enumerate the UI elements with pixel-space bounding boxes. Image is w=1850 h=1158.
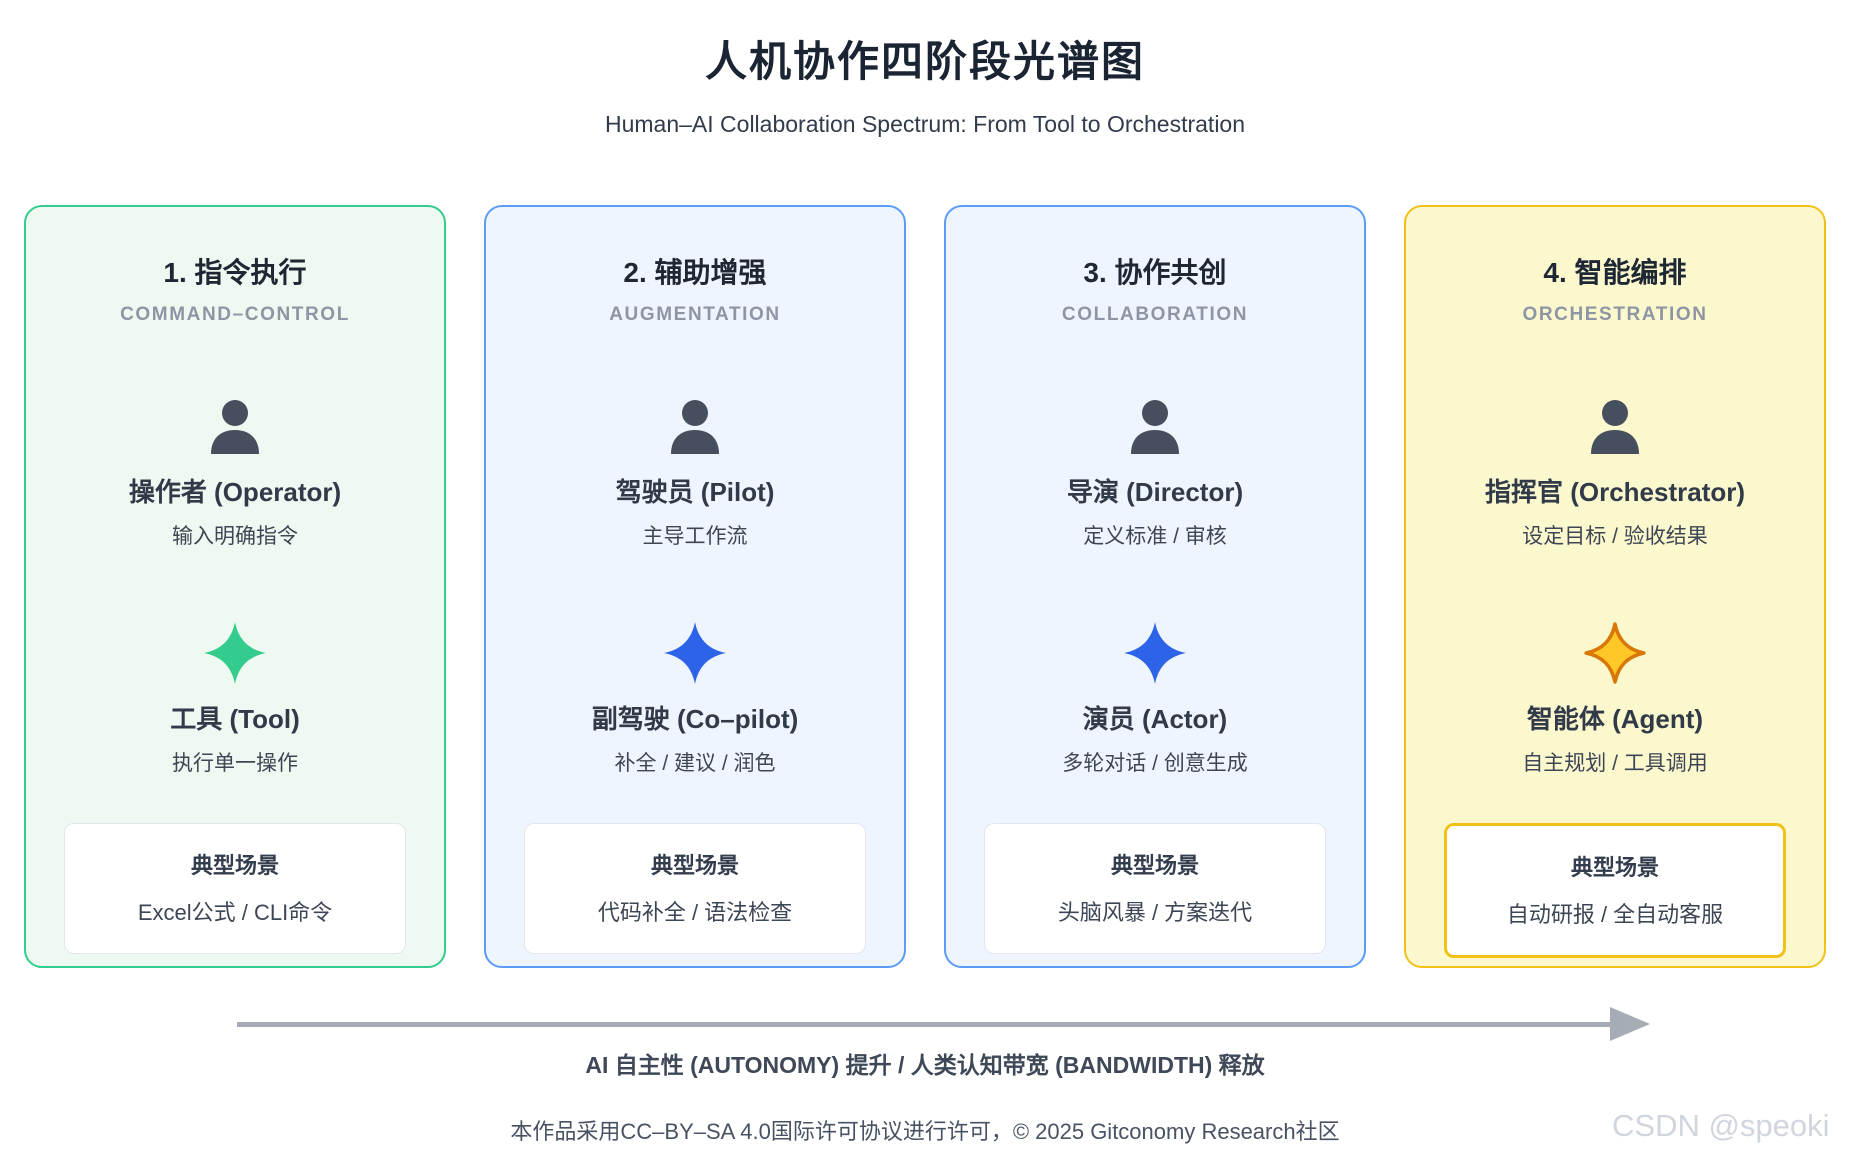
scenario-box: 典型场景 代码补全 / 语法检查 <box>524 823 866 954</box>
ai-role-name: 副驾驶 (Co–pilot) <box>591 704 799 734</box>
stage-title: 2. 辅助增强 <box>623 257 767 288</box>
scenario-box: 典型场景 头脑风暴 / 方案迭代 <box>984 823 1326 954</box>
ai-role-name: 智能体 (Agent) <box>1526 704 1704 734</box>
sparkle-icon <box>662 620 728 686</box>
person-icon <box>1583 396 1647 460</box>
page-subtitle: Human–AI Collaboration Spectrum: From To… <box>604 111 1246 137</box>
scenario-box: 典型场景 自动研报 / 全自动客服 <box>1444 823 1786 958</box>
scenario-items: 代码补全 / 语法检查 <box>597 900 793 925</box>
person-icon <box>1123 396 1187 460</box>
scenario-label: 典型场景 <box>1570 855 1659 880</box>
scenario-label: 典型场景 <box>1110 853 1199 878</box>
scenario-items: 头脑风暴 / 方案迭代 <box>1057 900 1253 925</box>
person-icon <box>203 396 267 460</box>
stage-card-orchestration: 4. 智能编排 ORCHESTRATION 指挥官 (Orchestrator)… <box>1404 205 1826 968</box>
human-role-name: 驾驶员 (Pilot) <box>615 477 775 507</box>
human-role-name: 指挥官 (Orchestrator) <box>1484 477 1746 507</box>
ai-role-name: 演员 (Actor) <box>1082 704 1228 734</box>
scenario-box: 典型场景 Excel公式 / CLI命令 <box>64 823 406 954</box>
stage-eng-label: COMMAND–CONTROL <box>120 304 350 325</box>
stage-cards-row: 1. 指令执行 COMMAND–CONTROL 操作者 (Operator) 输… <box>24 205 1826 968</box>
license-line: 本作品采用CC–BY–SA 4.0国际许可协议进行许可，© 2025 Gitco… <box>510 1119 1340 1144</box>
stage-card-collaboration: 3. 协作共创 COLLABORATION 导演 (Director) 定义标准… <box>944 205 1366 968</box>
stage-title: 4. 智能编排 <box>1543 257 1687 288</box>
human-role-desc: 主导工作流 <box>642 525 748 548</box>
human-role-desc: 输入明确指令 <box>172 525 298 548</box>
stage-eng-label: AUGMENTATION <box>609 304 781 325</box>
watermark: CSDN @speoki <box>1612 1108 1830 1143</box>
stage-title: 1. 指令执行 <box>163 257 307 288</box>
ai-role-desc: 补全 / 建议 / 润色 <box>614 752 776 775</box>
autonomy-axis-arrow-head <box>1610 1007 1650 1041</box>
stage-eng-label: ORCHESTRATION <box>1522 304 1708 325</box>
ai-role-desc: 自主规划 / 工具调用 <box>1522 752 1708 775</box>
stage-eng-label: COLLABORATION <box>1061 304 1249 325</box>
sparkle-icon <box>1122 620 1188 686</box>
human-role-name: 操作者 (Operator) <box>128 477 342 507</box>
human-role-desc: 设定目标 / 验收结果 <box>1522 525 1708 548</box>
ai-role-desc: 多轮对话 / 创意生成 <box>1062 752 1248 775</box>
scenario-items: 自动研报 / 全自动客服 <box>1506 902 1724 927</box>
stage-card-command-control: 1. 指令执行 COMMAND–CONTROL 操作者 (Operator) 输… <box>24 205 446 968</box>
scenario-items: Excel公式 / CLI命令 <box>137 900 333 925</box>
human-role-desc: 定义标准 / 审核 <box>1083 525 1227 548</box>
sparkle-icon <box>202 620 268 686</box>
page-title: 人机协作四阶段光谱图 <box>704 38 1145 85</box>
sparkle-icon <box>1582 620 1648 686</box>
ai-role-name: 工具 (Tool) <box>170 704 300 734</box>
ai-role-desc: 执行单一操作 <box>172 752 298 775</box>
person-icon <box>663 396 727 460</box>
autonomy-axis-arrow-line <box>237 1022 1613 1027</box>
scenario-label: 典型场景 <box>650 853 739 878</box>
scenario-label: 典型场景 <box>190 853 279 878</box>
autonomy-axis-caption: AI 自主性 (AUTONOMY) 提升 / 人类认知带宽 (BANDWIDTH… <box>585 1052 1265 1078</box>
stage-card-augmentation: 2. 辅助增强 AUGMENTATION 驾驶员 (Pilot) 主导工作流 副… <box>484 205 906 968</box>
human-role-name: 导演 (Director) <box>1066 477 1244 507</box>
stage-title: 3. 协作共创 <box>1083 257 1227 288</box>
